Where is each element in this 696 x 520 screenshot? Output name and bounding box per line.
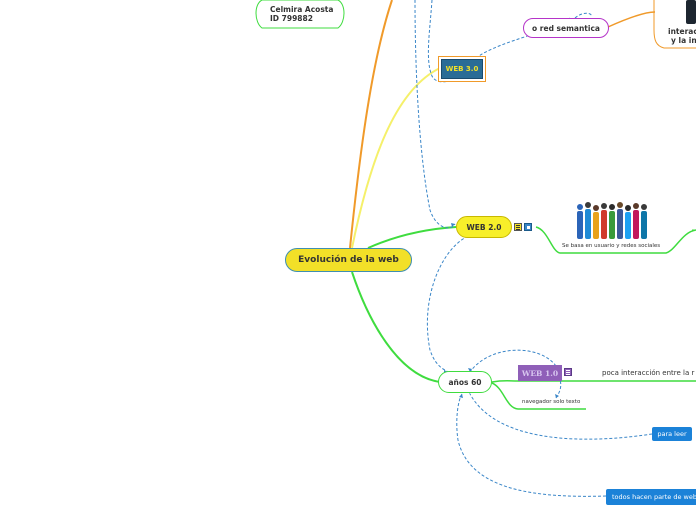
anos60-node[interactable]: años 60	[438, 371, 492, 393]
root-node[interactable]: Evolución de la web	[285, 248, 412, 272]
dashed-link-web10-anos60	[469, 349, 557, 373]
arrowhead	[451, 223, 455, 227]
arrowhead	[468, 368, 472, 372]
web10-notes-icon[interactable]	[564, 368, 572, 376]
web10-node[interactable]: WEB 1.0	[518, 365, 562, 381]
interaction-node-frame	[653, 0, 696, 49]
cut-off-image	[686, 0, 696, 24]
connector-web20-image	[535, 226, 696, 254]
arrowhead	[555, 394, 559, 398]
connector-anos60-web10	[491, 380, 696, 383]
connector-root-web20	[367, 226, 457, 249]
dashed-link-web30-web20	[414, 0, 456, 229]
connector-root-author	[349, 0, 393, 249]
dashed-link-todos-anos60	[456, 393, 607, 497]
dashed-link-web20-anos60	[426, 235, 469, 373]
social-network-people-image	[574, 200, 650, 242]
web20-image-caption: Se basa en usuario y redes sociales	[562, 243, 661, 249]
read-only-tag[interactable]: para leer	[652, 427, 692, 441]
web20-node[interactable]: WEB 2.0	[456, 216, 512, 238]
semantic-web-node[interactable]: o red semantica	[523, 18, 609, 38]
author-name: Celmira Acosta	[270, 5, 334, 14]
web30-node[interactable]: WEB 3.0	[440, 59, 484, 79]
link-icon[interactable]	[524, 223, 532, 231]
connector-web30-child	[607, 11, 656, 28]
everyone-part-tag[interactable]: todos hacen parte de web	[606, 489, 696, 505]
notes-icon[interactable]	[514, 223, 522, 231]
interaction-node-text-1: interac	[668, 27, 696, 36]
dashed-link-child-loop	[574, 12, 593, 19]
connector-root-web30	[351, 67, 441, 249]
interaction-branch-text: poca interacción entre la r	[602, 369, 695, 377]
connector-anos60-note	[491, 382, 586, 410]
author-node-frame	[255, 0, 345, 29]
connector-root-anos60	[351, 271, 441, 383]
interaction-node-text-2: y la inf	[671, 36, 696, 45]
author-id: ID 799882	[270, 14, 313, 23]
dashed-link-leer-anos60	[469, 393, 653, 440]
web10-note: navegador solo texto	[522, 399, 581, 405]
arrowhead	[459, 394, 463, 398]
web30-node-frame[interactable]: WEB 3.0	[438, 56, 486, 82]
